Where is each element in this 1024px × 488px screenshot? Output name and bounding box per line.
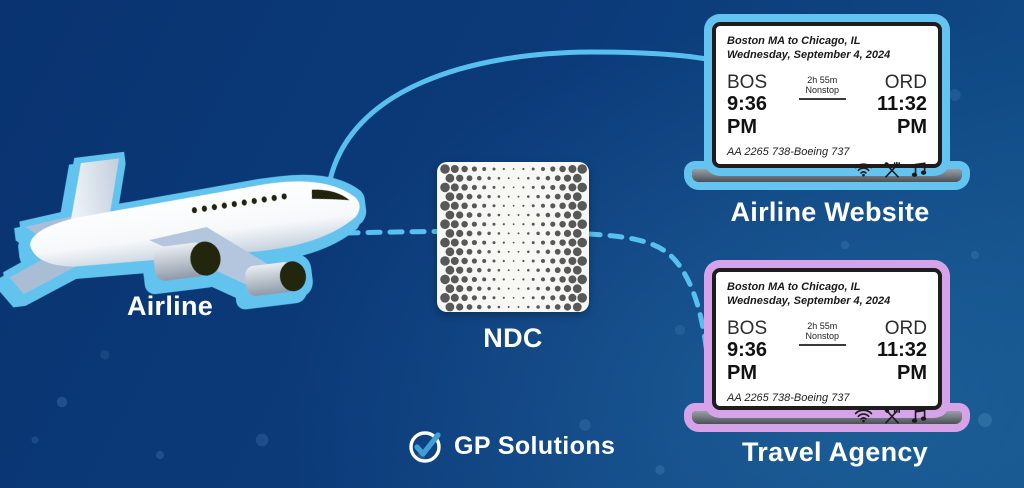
- duration-text: 2h 55m: [807, 74, 838, 85]
- plane-cockpit-window: [311, 189, 350, 201]
- arrival-block: ORD 11:32 PM: [846, 71, 927, 139]
- duration-block: 2h 55m Nonstop: [798, 74, 847, 101]
- airline-website-laptop: Boston MA to Chicago, IL Wednesday, Sept…: [692, 22, 962, 182]
- flight-route: Boston MA to Chicago, IL: [727, 281, 861, 293]
- airline-website-screen: Boston MA to Chicago, IL Wednesday, Sept…: [712, 22, 942, 178]
- music-icon: [911, 162, 927, 177]
- amenities-row: [727, 407, 927, 425]
- departure-block: BOS 9:36 PM: [727, 71, 799, 139]
- wifi-icon: [854, 409, 873, 423]
- arrival-time: 11:32 PM: [876, 92, 927, 138]
- ndc-node: [437, 162, 589, 312]
- ndc-label: NDC: [483, 323, 543, 353]
- departure-time: 9:36 PM: [727, 92, 768, 138]
- departure-block: BOS 9:36 PM: [727, 317, 799, 385]
- plane-engine-front: [153, 241, 221, 281]
- arrival-code: ORD: [884, 317, 927, 339]
- airline-label: Airline: [126, 291, 214, 321]
- dining-icon: [884, 407, 900, 424]
- gp-solutions-logo: GP Solutions: [406, 427, 615, 465]
- flight-date: Wednesday, September 4, 2024: [727, 295, 891, 308]
- plane-passenger-windows: [191, 193, 287, 214]
- stops-text: Nonstop: [805, 85, 840, 96]
- travel-agency-label: Travel Agency: [742, 437, 928, 467]
- arrival-block: ORD 11:32 PM: [846, 317, 927, 385]
- travel-agency-screen: Boston MA to Chicago, IL Wednesday, Sept…: [712, 268, 942, 424]
- flight-summary-row: BOS 9:36 PM 2h 55m Nonstop ORD 11:32 PM: [727, 71, 927, 139]
- amenities-row: [727, 161, 927, 179]
- departure-code: BOS: [727, 71, 768, 93]
- arrival-time: 11:32 PM: [876, 338, 927, 384]
- duration-block: 2h 55m Nonstop: [798, 320, 847, 347]
- plane-fuselage: [29, 181, 360, 267]
- dining-icon: [884, 161, 900, 178]
- departure-code: BOS: [727, 317, 768, 339]
- plane-engine-rear: [245, 261, 307, 297]
- checkmark-circle-icon: [409, 431, 441, 463]
- flight-summary-row: BOS 9:36 PM 2h 55m Nonstop ORD 11:32 PM: [727, 317, 927, 385]
- halftone-pattern: [440, 164, 587, 312]
- flight-info: AA 2265 738-Boeing 737: [727, 391, 850, 404]
- airline-website-label: Airline Website: [730, 197, 930, 227]
- duration-text: 2h 55m: [807, 320, 838, 331]
- flight-route: Boston MA to Chicago, IL: [727, 35, 861, 47]
- solid-connector-airline-to-website: [327, 49, 723, 183]
- departure-time: 9:36 PM: [727, 338, 768, 384]
- wifi-icon: [854, 163, 873, 177]
- flight-info: AA 2265 738-Boeing 737: [727, 145, 850, 158]
- logo-text: GP Solutions: [454, 431, 616, 460]
- music-icon: [911, 408, 927, 423]
- flight-date: Wednesday, September 4, 2024: [727, 49, 891, 62]
- arrival-code: ORD: [884, 71, 927, 93]
- stops-text: Nonstop: [805, 331, 840, 342]
- travel-agency-laptop: Boston MA to Chicago, IL Wednesday, Sept…: [692, 268, 962, 424]
- airplane-illustration: [9, 158, 360, 297]
